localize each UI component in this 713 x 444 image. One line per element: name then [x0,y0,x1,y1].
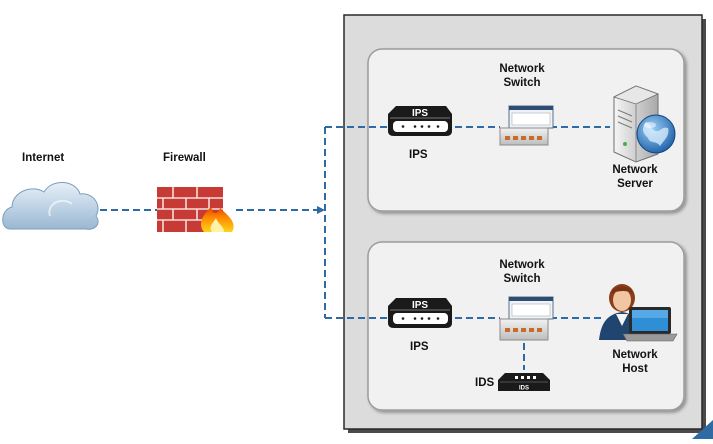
switch-bottom-label: Network Switch [477,258,567,286]
firewall-label: Firewall [163,152,206,164]
host-label-line2: Host [622,363,648,375]
switch-top-label-line1: Network [499,63,545,75]
server-icon [612,85,676,163]
ips-bottom-badge: IPS [412,300,428,311]
switch-top-label-line2: Switch [503,77,541,89]
ips-top-label: IPS [409,149,428,161]
junction-arrow [317,206,325,214]
ips-top-badge: IPS [412,108,428,119]
ips-bottom-icon: IPS [388,298,452,328]
server-label-line1: Network [612,164,658,176]
switch-top-icon [499,105,554,146]
host-label-line1: Network [612,349,658,361]
server-label-line2: Server [617,178,653,190]
switch-bottom-label-line2: Switch [503,273,541,285]
network-links [100,126,610,370]
server-label: Network Server [590,163,680,191]
switch-bottom-icon [499,296,554,341]
ips-bottom-label: IPS [410,341,429,353]
ids-badge: IDS [519,386,529,392]
switch-top-label: Network Switch [477,62,567,90]
laptop-icon [622,307,678,342]
firewall-icon [157,187,234,232]
ids-label: IDS [475,377,495,389]
ids-icon: IDS [498,373,550,392]
switch-bottom-label-line1: Network [499,259,545,271]
internet-cloud-icon [2,182,99,230]
host-label: Network Host [590,348,680,376]
ips-top-icon: IPS [388,106,452,136]
internet-label: Internet [22,152,65,164]
